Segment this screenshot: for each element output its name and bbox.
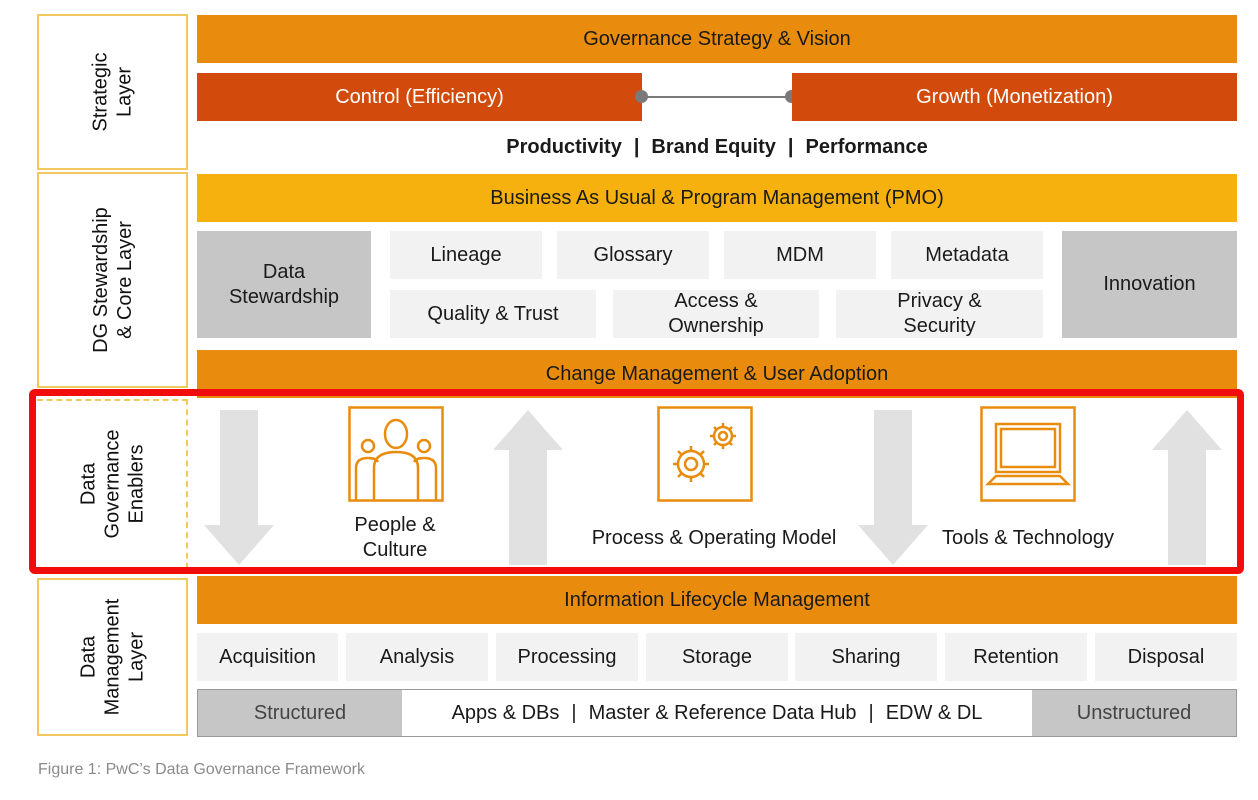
process-operating-model-text: Process & Operating Model [591,526,837,549]
control-efficiency-label: Control (Efficiency) [335,85,504,108]
innovation-box: Innovation [1062,231,1237,338]
quality-trust-label: Quality & Trust [427,302,559,325]
hub-edw-dl: EDW & DL [885,701,983,724]
bau-pmo-bar: Business As Usual & Program Management (… [197,174,1237,222]
lineage-label: Lineage [430,243,502,266]
stage-label: Processing [517,645,617,668]
governance-strategy-title: Governance Strategy & Vision [583,27,851,50]
access-ownership-box: Access & Ownership [613,290,819,338]
hub-separator: | [868,701,874,724]
stage-label: Retention [973,645,1059,668]
quality-trust-box: Quality & Trust [390,290,596,338]
change-management-label: Change Management & User Adoption [545,362,889,385]
privacy-security-box: Privacy & Security [836,290,1043,338]
data-stewardship-box: Data Stewardship [197,231,371,338]
lineage-box: Lineage [390,231,542,279]
hub-master-reference: Master & Reference Data Hub [588,701,857,724]
structured-box: Structured [198,690,402,736]
pillar-separator: | [787,135,794,158]
people-culture-label: People & Culture [320,512,470,564]
bau-pmo-label: Business As Usual & Program Management (… [490,186,944,209]
stage-acquisition: Acquisition [197,633,338,681]
innovation-label: Innovation [1103,273,1196,295]
growth-monetization-box: Growth (Monetization) [792,73,1237,121]
pillar-separator: | [633,135,640,158]
hub-apps-dbs: Apps & DBs [451,701,560,724]
down-arrow-1 [204,410,274,565]
control-growth-connector [641,96,793,98]
stage-label: Acquisition [219,645,316,668]
management-layer-label-box: Data Management Layer [37,578,188,736]
metadata-label: Metadata [925,243,1009,266]
stage-label: Storage [681,645,753,668]
tools-technology-text: Tools & Technology [942,526,1114,549]
up-arrow-2 [1152,410,1222,565]
people-icon [348,406,444,507]
stage-label: Disposal [1127,645,1205,668]
metadata-box: Metadata [891,231,1043,279]
pillar-productivity: Productivity [506,135,622,158]
structured-label: Structured [253,701,347,724]
glossary-box: Glossary [557,231,709,279]
unstructured-label: Unstructured [1076,701,1192,724]
laptop-icon [980,406,1076,507]
growth-monetization-label: Growth (Monetization) [916,85,1113,108]
enablers-label-right-border [186,399,188,569]
governance-strategy-bar: Governance Strategy & Vision [197,15,1237,63]
hub-separator: | [571,701,577,724]
figure-caption: Figure 1: PwC’s Data Governance Framewor… [38,761,365,778]
ilm-bar: Information Lifecycle Management [197,576,1237,624]
stage-label: Sharing [831,645,901,668]
pillar-performance: Performance [805,135,928,158]
strategic-layer-label: Strategic Layer [89,52,136,132]
stage-processing: Processing [496,633,638,681]
control-efficiency-box: Control (Efficiency) [197,73,642,121]
people-culture-text: People & Culture [354,514,436,561]
pillar-brand-equity: Brand Equity [651,135,776,158]
connector-dot-left [635,90,648,103]
strategic-layer-label-box: Strategic Layer [37,14,188,170]
mdm-box: MDM [724,231,876,279]
stage-sharing: Sharing [795,633,937,681]
down-arrow-2 [858,410,928,565]
glossary-label: Glossary [593,243,673,266]
unstructured-box: Unstructured [1032,690,1236,736]
stage-storage: Storage [646,633,788,681]
stage-retention: Retention [945,633,1087,681]
data-stewardship-label: Data Stewardship [228,260,340,308]
strategic-pillars: Productivity | Brand Equity | Performanc… [197,130,1237,164]
ilm-label: Information Lifecycle Management [564,588,870,611]
stewardship-layer-label-box: DG Stewardship & Core Layer [37,172,188,388]
stage-analysis: Analysis [346,633,488,681]
management-layer-label: Data Management Layer [77,598,148,716]
stage-label: Analysis [379,645,455,668]
up-arrow-1 [493,410,563,565]
gears-icon [657,406,753,507]
enablers-highlight-frame [29,389,1244,574]
mdm-label: MDM [776,243,824,266]
privacy-security-label: Privacy & Security [897,290,982,337]
process-operating-model-label: Process & Operating Model [570,524,858,552]
stewardship-layer-label: DG Stewardship & Core Layer [89,207,136,353]
hubs-box: Apps & DBs | Master & Reference Data Hub… [402,690,1032,736]
tools-technology-label: Tools & Technology [920,524,1136,552]
stage-disposal: Disposal [1095,633,1237,681]
access-ownership-label: Access & Ownership [668,290,764,337]
